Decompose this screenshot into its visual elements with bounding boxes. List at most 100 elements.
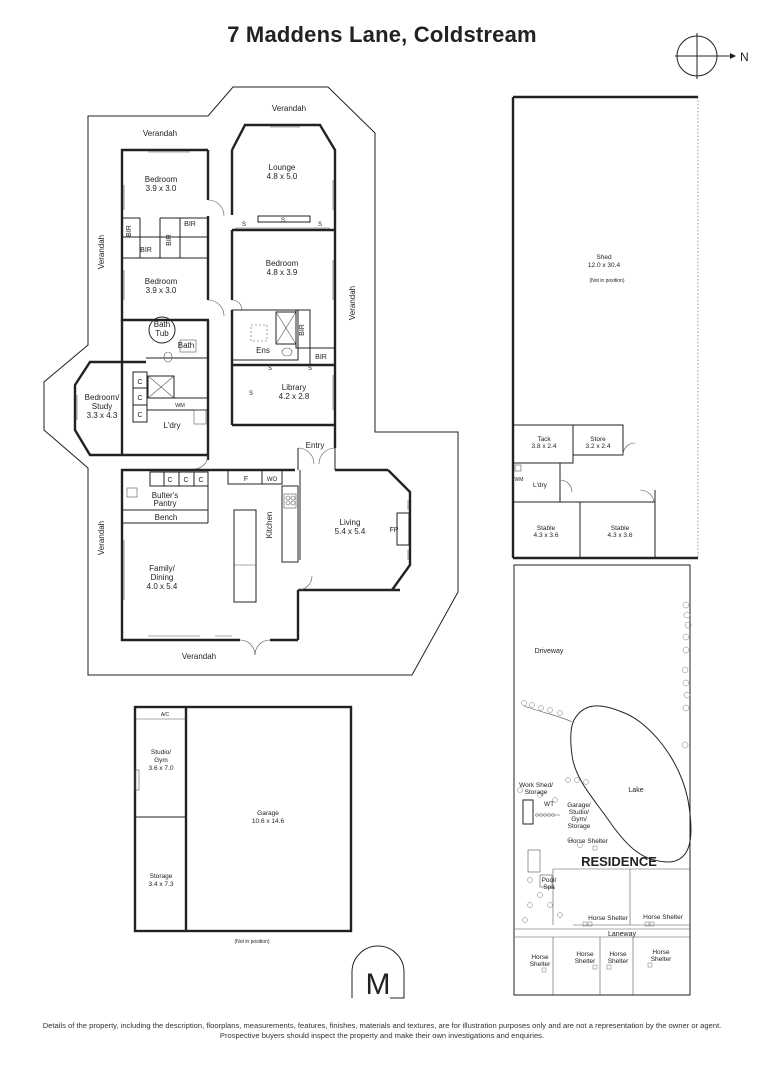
- workshed-name-1: Work Shed/: [519, 782, 553, 789]
- entry-label: Entry: [306, 441, 325, 450]
- horse-label: Horse: [576, 951, 594, 958]
- cupboard-label: C: [183, 477, 188, 484]
- verandah-outline: [43, 86, 459, 676]
- storage-name: Storage: [150, 873, 173, 880]
- garage-name: Garage: [257, 810, 279, 817]
- room-lounge-name: Lounge: [269, 163, 296, 172]
- store-name: Store: [590, 436, 606, 443]
- lake-label: Lake: [628, 787, 643, 794]
- ac-label: A/C: [161, 712, 170, 718]
- disclaimer-line-1: Details of the property, including the d…: [42, 1021, 722, 1030]
- garage-size: 10.6 x 14.6: [252, 818, 285, 825]
- room-laundry-name: L'dry: [163, 421, 180, 430]
- room-family-size: 4.0 x 5.4: [147, 582, 178, 591]
- agency-logo: M: [351, 945, 405, 1001]
- horse-label: Horse: [652, 949, 670, 956]
- shed-plan: [511, 95, 699, 560]
- stable-2-size: 4.3 x 3.6: [608, 532, 633, 539]
- bir-label: BIR: [315, 354, 327, 361]
- shelter-label: Shelter: [651, 956, 672, 963]
- garage-plan: [133, 705, 353, 933]
- site-plan: [513, 564, 692, 996]
- horse-shelter-label: Horse Shelter: [588, 915, 629, 922]
- shed-wm: WM: [515, 477, 524, 483]
- shelter-label: Shelter: [608, 958, 629, 965]
- site-trees: [517, 601, 692, 973]
- stable-1-size: 4.3 x 3.6: [534, 532, 559, 539]
- tack-size: 3.8 x 2.4: [532, 443, 557, 450]
- disclaimer: Details of the property, including the d…: [0, 1021, 764, 1041]
- room-library-size: 4.2 x 2.8: [279, 392, 310, 401]
- shelter-label: Shelter: [575, 958, 596, 965]
- horse-shelter-label: Horse Shelter: [643, 914, 684, 921]
- verandah-label: Verandah: [97, 521, 106, 555]
- room-pantry-name-2: Pantry: [153, 499, 176, 508]
- bir-label: BIR: [140, 247, 152, 254]
- disclaimer-line-2: Prospective buyers should inspect the pr…: [219, 1031, 545, 1040]
- shed-name: Shed: [596, 254, 612, 261]
- fireplace-label: FP: [390, 527, 399, 534]
- storage-size: 3.4 x 7.3: [149, 881, 174, 888]
- room-lounge-size: 4.8 x 5.0: [267, 172, 298, 181]
- bir-label: BIR: [126, 225, 133, 237]
- room-main-bedroom-name: Bedroom: [266, 259, 299, 268]
- driveway-label: Driveway: [535, 648, 564, 655]
- s-marker: S: [249, 391, 253, 397]
- horse-label: Horse: [609, 951, 627, 958]
- washing-machine-label: WM: [175, 403, 185, 409]
- cupboard-label: C: [198, 477, 203, 484]
- verandah-label: Verandah: [97, 235, 106, 269]
- shelter-label: Shelter: [530, 961, 551, 968]
- store-size: 3.2 x 2.4: [586, 443, 611, 450]
- room-ensuite-name: Ens: [256, 346, 270, 355]
- studio-size: 3.6 x 7.0: [149, 765, 174, 772]
- site-garage-name-2: Studio/: [569, 809, 589, 816]
- workshed-name-2: Storage: [525, 789, 548, 796]
- cupboard-label: C: [137, 412, 142, 419]
- bath-tub-label-2: Tub: [155, 329, 169, 338]
- shed-laundry: L'dry: [533, 482, 548, 489]
- bath-tub-label-1: Bath: [154, 320, 170, 329]
- compass-icon: N: [675, 33, 749, 79]
- verandah-label: Verandah: [348, 286, 357, 320]
- room-bedroom-1-name: Bedroom: [145, 175, 178, 184]
- water-tank-label: WT: [544, 801, 554, 808]
- room-library-name: Library: [282, 383, 306, 392]
- room-bedroom-2-size: 3.9 x 3.0: [146, 286, 177, 295]
- garage-note: (Not in position): [234, 939, 269, 945]
- compass-north-label: N: [740, 50, 749, 64]
- horse-label: Horse: [531, 954, 549, 961]
- logo-letter: M: [366, 968, 391, 1001]
- wall-oven-label: WO: [267, 477, 278, 483]
- room-kitchen-name: Kitchen: [265, 512, 274, 539]
- s-marker: S: [281, 218, 285, 224]
- site-garage-name-4: Storage: [568, 823, 591, 830]
- fridge-label: F: [244, 476, 248, 483]
- room-family-name-2: Dining: [151, 573, 174, 582]
- cupboard-label: C: [167, 477, 172, 484]
- bench-label: Bench: [155, 513, 178, 522]
- pool-name-2: Spa: [543, 884, 555, 891]
- house-walls: [73, 123, 412, 656]
- s-marker: S: [318, 222, 322, 228]
- cupboard-label: C: [137, 379, 142, 386]
- verandah-label: Verandah: [143, 129, 177, 138]
- room-bedroom-1-size: 3.9 x 3.0: [146, 184, 177, 193]
- s-marker: S: [242, 222, 246, 228]
- shed-size: 12.0 x 30.4: [588, 262, 621, 269]
- room-study-size: 3.3 x 4.3: [87, 411, 118, 420]
- site-garage-name-1: Garage/: [567, 802, 591, 809]
- bir-label: BIR: [166, 234, 173, 246]
- laneway-label: Laneway: [608, 931, 637, 938]
- site-garage-name-3: Gym/: [571, 816, 587, 823]
- stable-2-name: Stable: [611, 525, 630, 532]
- bir-label: BIR: [299, 324, 306, 336]
- tack-name: Tack: [537, 436, 551, 443]
- room-bath-name: Bath: [178, 341, 194, 350]
- room-study-name-2: Study: [92, 402, 112, 411]
- room-bedroom-2-name: Bedroom: [145, 277, 178, 286]
- page-title: 7 Maddens Lane, Coldstream: [227, 22, 537, 47]
- room-pantry-name-1: Bulter's: [152, 491, 178, 500]
- bir-label: BIR: [184, 221, 196, 228]
